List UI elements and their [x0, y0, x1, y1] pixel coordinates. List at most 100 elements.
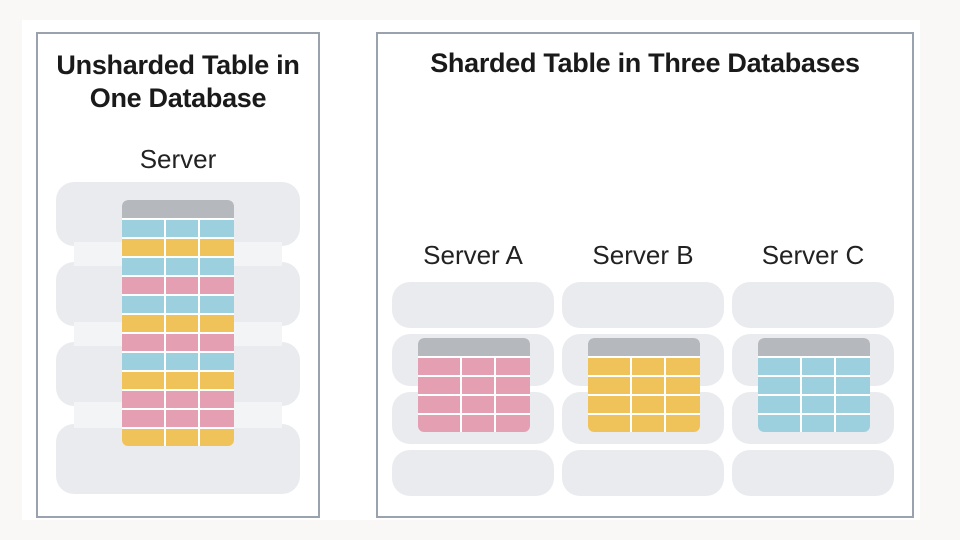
table-cell: [632, 358, 664, 375]
table-cell: [200, 334, 234, 351]
table-row: [122, 429, 234, 446]
table-cell: [418, 358, 460, 375]
table-cell: [200, 277, 234, 294]
table-cell: [122, 334, 164, 351]
server-a-shard-table: [418, 338, 530, 432]
table-cell: [758, 377, 800, 394]
table-cell: [166, 239, 198, 256]
table-cell: [588, 396, 630, 413]
table-cell: [836, 415, 870, 432]
table-row: [758, 358, 870, 375]
table-cell: [200, 296, 234, 313]
table-cell: [200, 239, 234, 256]
table-row: [418, 396, 530, 413]
table-cell: [122, 391, 164, 408]
table-cell: [122, 296, 164, 313]
table-cell: [496, 396, 530, 413]
table-row: [122, 220, 234, 237]
table-cell: [122, 277, 164, 294]
table-cell: [200, 429, 234, 446]
table-cell: [200, 391, 234, 408]
table-cell: [166, 220, 198, 237]
table-cell: [122, 258, 164, 275]
sharded-title: Sharded Table in Three Databases: [430, 48, 860, 78]
table-row: [122, 391, 234, 408]
server-b-shard-table: [588, 338, 700, 432]
table-row: [588, 396, 700, 413]
table-cell: [166, 353, 198, 370]
table-cell: [418, 415, 460, 432]
table-row: [122, 296, 234, 313]
table-cell: [802, 415, 834, 432]
table-cell: [666, 358, 700, 375]
table-row: [588, 377, 700, 394]
table-cell: [166, 258, 198, 275]
table-row: [122, 239, 234, 256]
table-cell: [836, 396, 870, 413]
table-cell: [122, 315, 164, 332]
table-cell: [166, 429, 198, 446]
table-cell: [200, 315, 234, 332]
table-row: [122, 258, 234, 275]
table-cell: [122, 220, 164, 237]
table-cell: [588, 358, 630, 375]
table-header: [122, 200, 234, 218]
sharded-panel: Sharded Table in Three Databases: [376, 32, 914, 518]
table-cell: [166, 410, 198, 427]
table-cell: [122, 353, 164, 370]
table-cell: [200, 372, 234, 389]
table-cell: [200, 410, 234, 427]
server-c-shard-table: [758, 338, 870, 432]
table-cell: [462, 377, 494, 394]
table-cell: [588, 415, 630, 432]
table-cell: [166, 334, 198, 351]
table-row: [758, 415, 870, 432]
table-row: [588, 415, 700, 432]
table-cell: [632, 377, 664, 394]
server-b-label: Server B: [592, 240, 694, 270]
table-cell: [666, 415, 700, 432]
table-row: [588, 358, 700, 375]
table-cell: [166, 391, 198, 408]
table-header: [758, 338, 870, 356]
unsharded-table: [122, 200, 234, 446]
table-row: [418, 377, 530, 394]
table-row: [122, 277, 234, 294]
table-cell: [666, 377, 700, 394]
table-cell: [122, 429, 164, 446]
unsharded-title-line2: One Database: [89, 83, 267, 113]
table-header: [588, 338, 700, 356]
table-cell: [122, 239, 164, 256]
table-cell: [462, 358, 494, 375]
table-cell: [758, 415, 800, 432]
table-cell: [200, 258, 234, 275]
table-cell: [166, 372, 198, 389]
table-cell: [166, 315, 198, 332]
table-cell: [166, 277, 198, 294]
table-cell: [166, 296, 198, 313]
table-cell: [758, 358, 800, 375]
table-header: [418, 338, 530, 356]
table-row: [122, 315, 234, 332]
table-cell: [496, 358, 530, 375]
server-a-label: Server A: [423, 240, 523, 270]
table-cell: [496, 377, 530, 394]
table-cell: [462, 415, 494, 432]
table-row: [122, 334, 234, 351]
table-row: [122, 410, 234, 427]
table-cell: [122, 372, 164, 389]
table-cell: [200, 220, 234, 237]
table-row: [122, 353, 234, 370]
unsharded-title-line1: Unsharded Table in: [56, 50, 300, 80]
table-row: [758, 396, 870, 413]
table-cell: [496, 415, 530, 432]
table-row: [418, 415, 530, 432]
table-cell: [418, 396, 460, 413]
server-c-label: Server C: [761, 240, 865, 270]
unsharded-panel: Unsharded Table in One Database Server: [36, 32, 320, 518]
table-cell: [418, 377, 460, 394]
table-cell: [588, 377, 630, 394]
table-cell: [802, 358, 834, 375]
table-cell: [666, 396, 700, 413]
table-cell: [802, 377, 834, 394]
